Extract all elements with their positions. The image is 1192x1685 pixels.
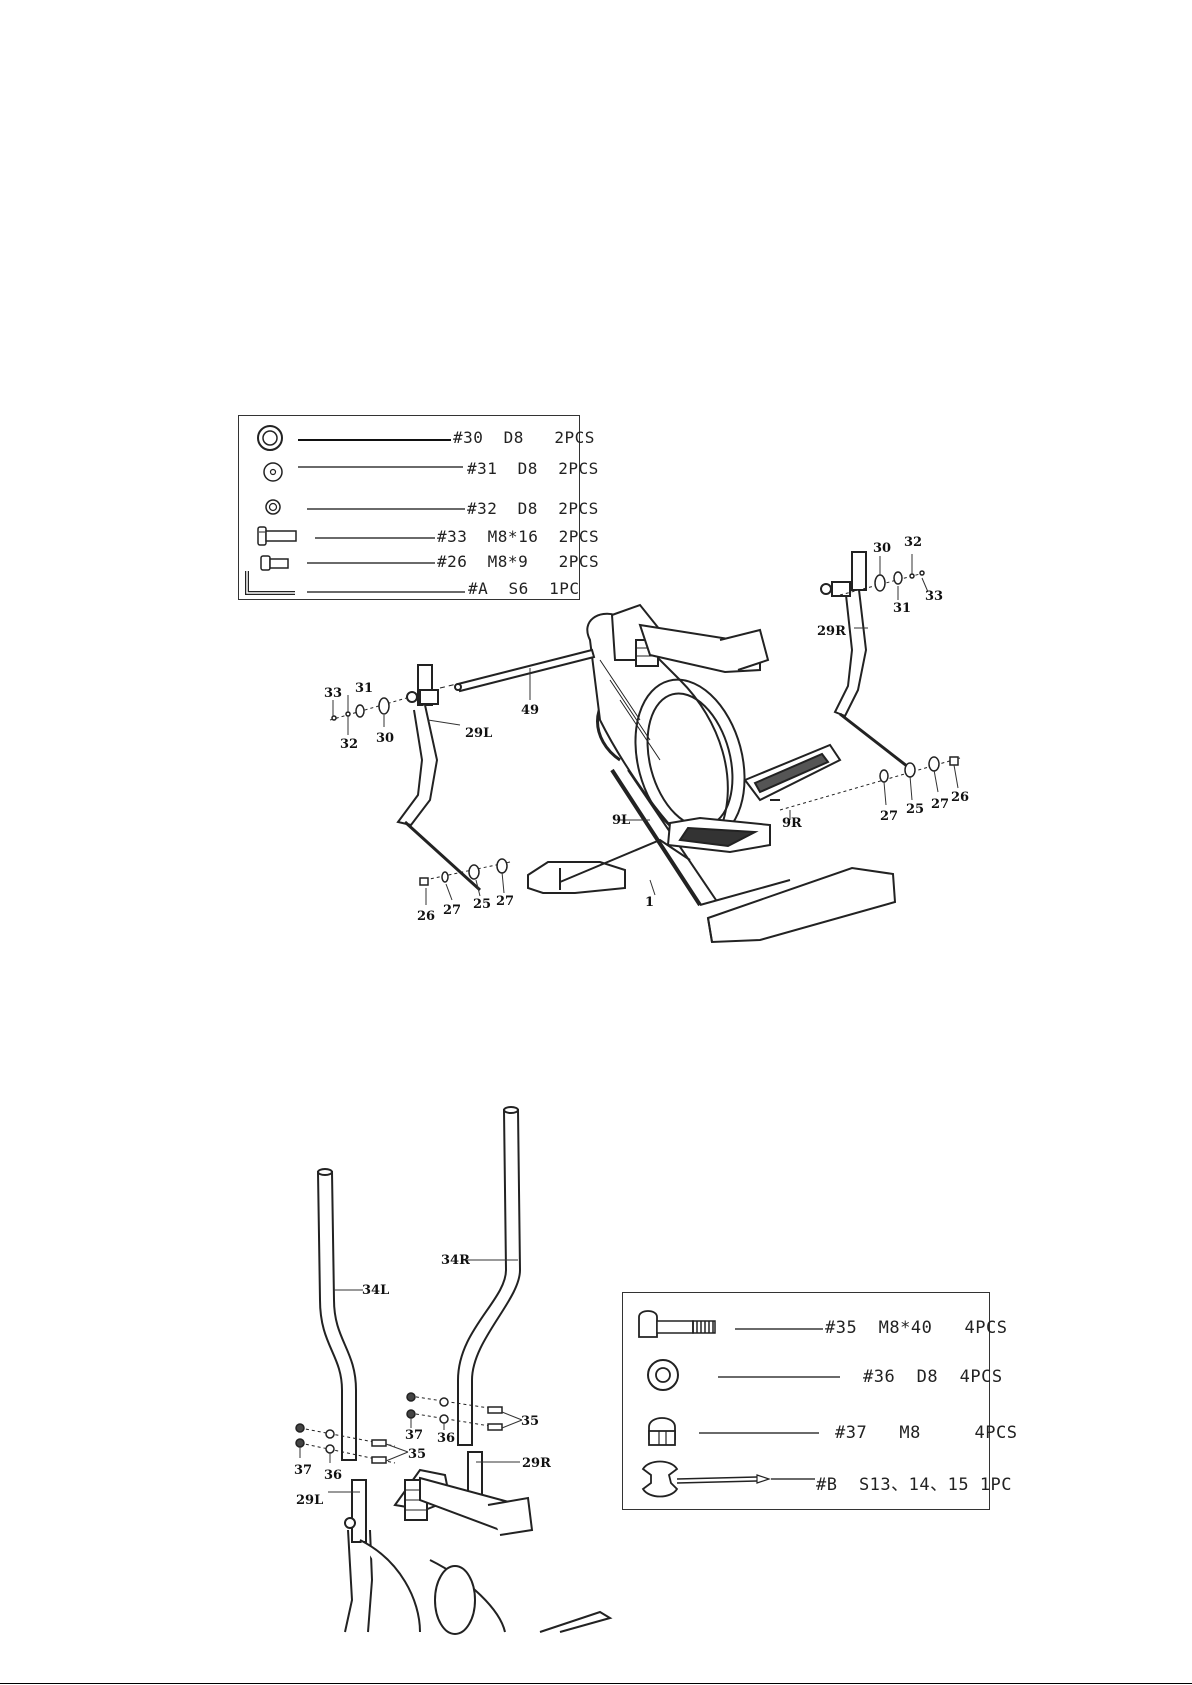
hardware-box-2: #35 M8*40 4PCS #36 D8 4PCS #37 M8 4PCS <box>622 1292 990 1510</box>
lower-assembly <box>345 1452 610 1634</box>
label-37-left: 37 <box>294 1463 312 1478</box>
label-34r: 34R <box>441 1253 470 1268</box>
label-36-left: 36 <box>324 1468 342 1483</box>
label-34l: 34L <box>362 1283 389 1298</box>
hardware-item-36: #36 D8 4PCS <box>623 1355 989 1395</box>
label-29r-2: 29R <box>522 1456 551 1471</box>
label-37-right: 37 <box>405 1428 423 1443</box>
label-29l-2: 29L <box>296 1493 323 1508</box>
page-bottom-rule <box>0 1683 1192 1684</box>
hardware-item-b: #B S13、14、15 1PC <box>623 1455 989 1503</box>
label-35-right: 35 <box>521 1414 539 1429</box>
hardware-item-37: #37 M8 4PCS <box>623 1409 989 1453</box>
hardware-item-35: #35 M8*40 4PCS <box>623 1305 989 1345</box>
label-35-left: 35 <box>408 1447 426 1462</box>
label-36-right: 36 <box>437 1431 455 1446</box>
